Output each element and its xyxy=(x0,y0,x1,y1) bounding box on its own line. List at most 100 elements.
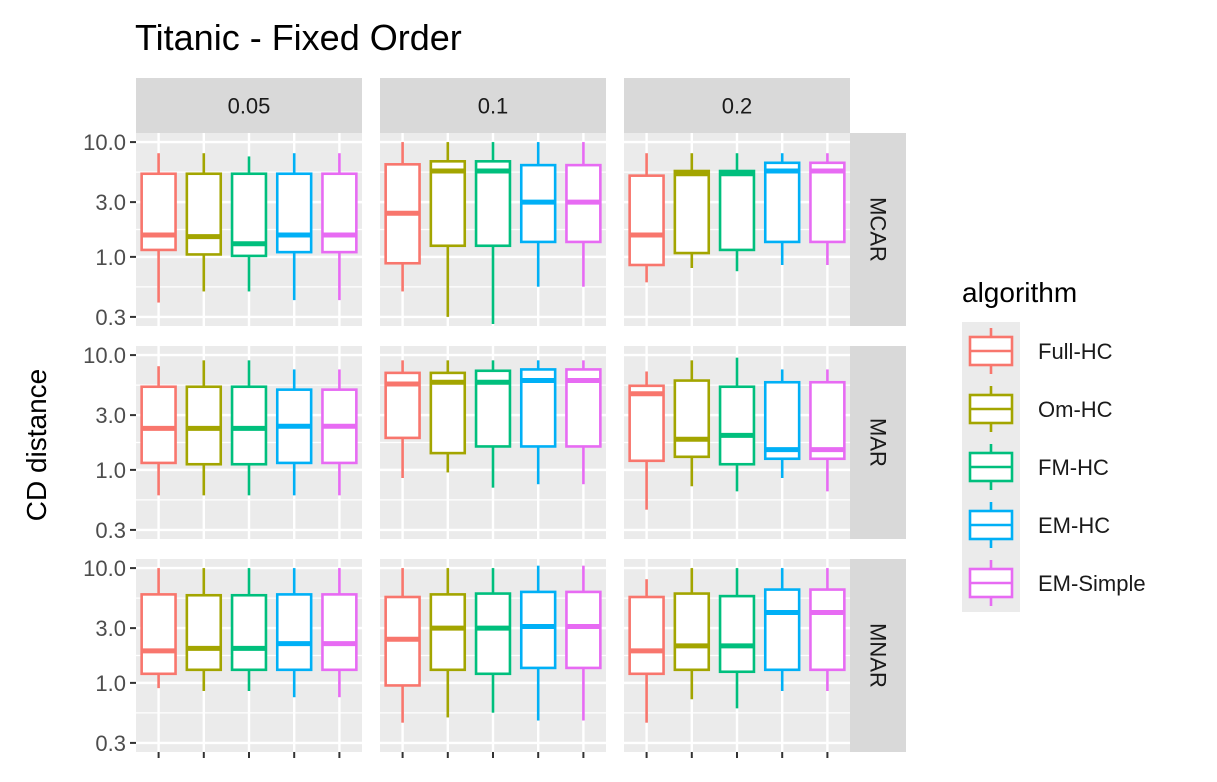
legend-label: EM-Simple xyxy=(1038,571,1146,596)
box-fm-hc xyxy=(718,153,756,272)
y-tick-label: 10.0 xyxy=(83,130,126,155)
box-om-hc xyxy=(429,568,467,718)
interquartile-box xyxy=(718,385,756,466)
interquartile-box xyxy=(628,384,665,463)
box-em-hc xyxy=(275,369,313,496)
interquartile-box xyxy=(519,590,557,670)
box-fm-hc xyxy=(718,568,756,709)
box-om-hc xyxy=(673,360,711,487)
y-tick-label: 1.0 xyxy=(95,245,126,270)
y-tick-label: 10.0 xyxy=(83,343,126,368)
box-fm-hc xyxy=(474,360,512,488)
box-full-hc xyxy=(384,360,421,478)
interquartile-box xyxy=(809,380,846,461)
box-om-hc xyxy=(185,568,223,691)
box-em-simple xyxy=(321,568,358,698)
box-full-hc xyxy=(140,568,177,689)
box-om-hc xyxy=(429,360,467,473)
y-tick-label: 0.3 xyxy=(95,731,126,756)
y-tick-label: 0.3 xyxy=(95,518,126,543)
box-full-hc xyxy=(140,153,177,303)
interquartile-box xyxy=(565,590,602,670)
legend-item-em-hc: EM-HC xyxy=(962,496,1110,554)
box-em-hc xyxy=(275,568,313,698)
box-em-hc xyxy=(763,153,801,265)
row-strip-label: MCAR xyxy=(866,197,891,262)
interquartile-box xyxy=(673,169,711,255)
legend: algorithm Full-HCOm-HCFM-HCEM-HCEM-Simpl… xyxy=(962,277,1146,612)
legend-label: Full-HC xyxy=(1038,339,1113,364)
interquartile-box xyxy=(763,161,801,244)
interquartile-box xyxy=(185,593,223,672)
interquartile-box xyxy=(429,160,467,248)
box-fm-hc xyxy=(230,360,268,496)
interquartile-box xyxy=(809,161,846,244)
legend-label: Om-HC xyxy=(1038,397,1113,422)
box-em-hc xyxy=(763,568,801,691)
box-full-hc xyxy=(628,579,665,723)
row-strip xyxy=(850,133,906,326)
y-tick-label: 10.0 xyxy=(83,556,126,581)
box-fm-hc xyxy=(474,568,512,713)
legend-item-em-simple: EM-Simple xyxy=(962,554,1146,612)
box-em-hc xyxy=(275,153,313,301)
interquartile-box xyxy=(474,160,512,248)
box-em-simple xyxy=(565,142,602,287)
box-om-hc xyxy=(429,142,467,317)
legend-item-full-hc: Full-HC xyxy=(962,322,1113,380)
interquartile-box xyxy=(275,172,313,254)
box-em-hc xyxy=(763,369,801,478)
box-em-simple xyxy=(809,153,846,265)
row-strip xyxy=(850,346,906,539)
y-tick-label: 1.0 xyxy=(95,671,126,696)
y-axis-title: CD distance xyxy=(21,369,52,522)
box-em-hc xyxy=(519,142,557,287)
interquartile-box xyxy=(185,385,223,466)
row-strip-label: MNAR xyxy=(866,623,891,688)
box-om-hc xyxy=(185,153,223,292)
legend-label: EM-HC xyxy=(1038,513,1110,538)
interquartile-box xyxy=(429,593,467,672)
chart-title: Titanic - Fixed Order xyxy=(135,17,462,58)
column-strip-label: 0.2 xyxy=(722,94,753,119)
interquartile-box xyxy=(230,385,268,466)
box-om-hc xyxy=(673,568,711,700)
interquartile-box xyxy=(718,594,756,674)
column-strip-label: 0.05 xyxy=(228,94,271,119)
box-fm-hc xyxy=(230,568,268,691)
box-om-hc xyxy=(673,153,711,269)
interquartile-box xyxy=(140,385,177,465)
interquartile-box xyxy=(673,379,711,459)
interquartile-box xyxy=(763,380,801,461)
interquartile-box xyxy=(140,593,177,676)
legend-item-fm-hc: FM-HC xyxy=(962,438,1109,496)
box-full-hc xyxy=(384,142,421,292)
box-full-hc xyxy=(384,568,421,723)
interquartile-box xyxy=(429,371,467,455)
row-strip-label: MAR xyxy=(866,418,891,467)
box-om-hc xyxy=(185,360,223,496)
y-tick-label: 3.0 xyxy=(95,403,126,428)
interquartile-box xyxy=(628,174,665,267)
row-strip xyxy=(850,559,906,752)
interquartile-box xyxy=(140,172,177,252)
interquartile-box xyxy=(628,595,665,676)
interquartile-box xyxy=(718,169,756,252)
column-strip-label: 0.1 xyxy=(478,94,509,119)
box-em-hc xyxy=(519,360,557,485)
box-em-simple xyxy=(321,153,358,301)
column-strip xyxy=(380,78,606,133)
box-fm-hc xyxy=(474,142,512,325)
box-fm-hc xyxy=(230,156,268,292)
y-tick-label: 0.3 xyxy=(95,305,126,330)
y-tick-label: 1.0 xyxy=(95,458,126,483)
box-em-simple xyxy=(565,565,602,721)
legend-item-om-hc: Om-HC xyxy=(962,380,1113,438)
box-em-simple xyxy=(321,369,358,496)
y-tick-label: 3.0 xyxy=(95,190,126,215)
box-em-hc xyxy=(519,565,557,721)
interquartile-box xyxy=(809,588,846,672)
column-strip xyxy=(136,78,362,133)
